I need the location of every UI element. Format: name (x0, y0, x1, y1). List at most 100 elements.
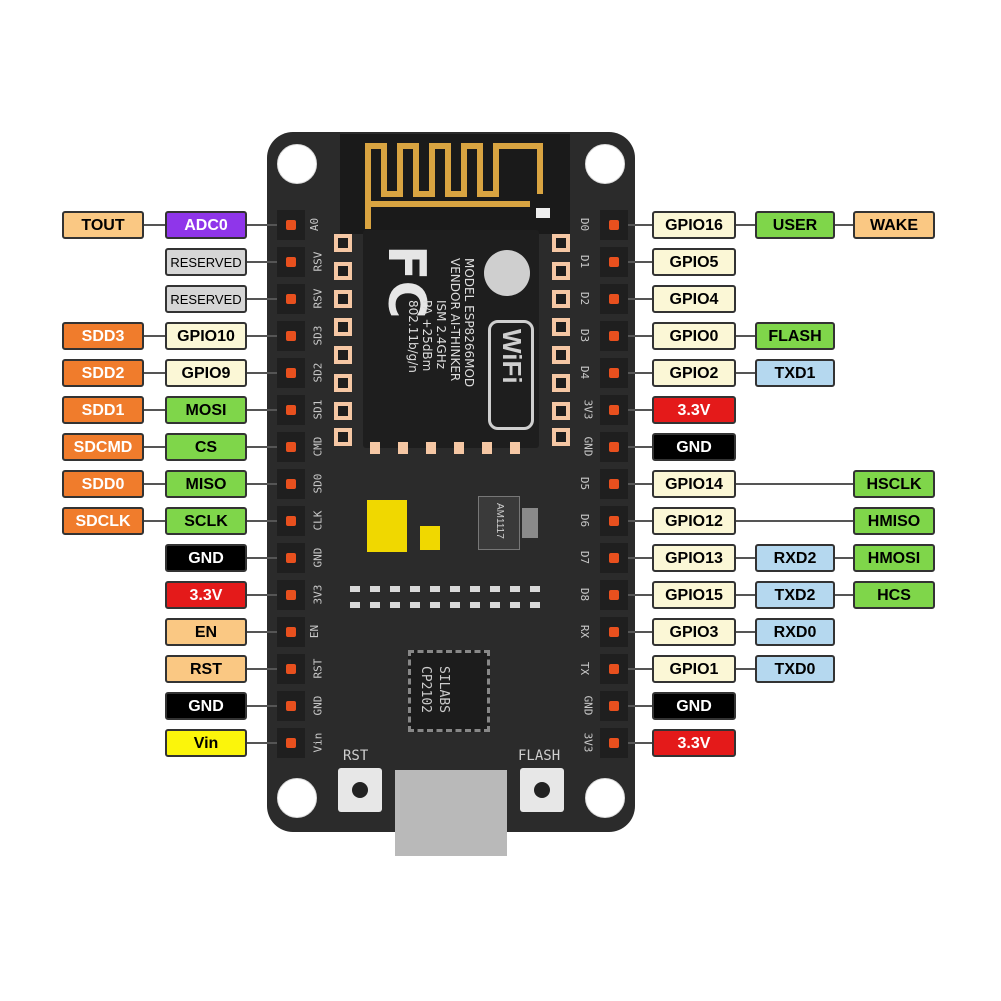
right-pin-silkscreen: RX (578, 624, 592, 639)
pin-label-txd1: TXD1 (755, 359, 835, 387)
pin-label-hmiso: HMISO (853, 507, 935, 535)
voltage-regulator: AM1117 (478, 496, 520, 550)
connector-line (628, 335, 652, 337)
micro-usb-connector[interactable] (395, 770, 507, 856)
right-header-pin (600, 617, 628, 647)
connector-line (628, 409, 652, 411)
pin-label-gpio16: GPIO16 (652, 211, 736, 239)
connector-line (144, 409, 165, 411)
right-header-pin (600, 210, 628, 240)
connector-line (247, 224, 277, 226)
connector-line (628, 298, 652, 300)
pin-label-sdd3: SDD3 (62, 322, 144, 350)
pin-pad-icon (286, 294, 296, 304)
connector-line (736, 557, 755, 559)
pin-pad-icon (609, 701, 619, 711)
connector-line (628, 446, 652, 448)
connector-line (628, 483, 652, 485)
left-header-pin (277, 617, 305, 647)
pin-label-gpio13: GPIO13 (652, 544, 736, 572)
flash-button[interactable] (520, 768, 564, 812)
pcb-antenna (340, 134, 570, 234)
pin-label-gnd: GND (165, 692, 247, 720)
connector-line (144, 224, 165, 226)
regulator-tab (522, 508, 538, 538)
connector-line (736, 520, 853, 522)
pin-label-user: USER (755, 211, 835, 239)
yellow-capacitor (367, 500, 407, 552)
pin-label-gpio0: GPIO0 (652, 322, 736, 350)
connector-line (628, 668, 652, 670)
connector-line (736, 224, 755, 226)
pin-pad-icon (286, 590, 296, 600)
pin-pad-icon (609, 627, 619, 637)
connector-line (628, 594, 652, 596)
pin-pad-icon (286, 479, 296, 489)
right-header-pin (600, 358, 628, 388)
pin-label-wake: WAKE (853, 211, 935, 239)
pin-label-hcs: HCS (853, 581, 935, 609)
connector-line (628, 372, 652, 374)
pin-label-gpio1: GPIO1 (652, 655, 736, 683)
connector-line (628, 224, 652, 226)
connector-line (247, 409, 277, 411)
connector-line (736, 335, 755, 337)
left-pin-silkscreen: SD1 (311, 399, 325, 420)
right-pin-silkscreen: D5 (578, 476, 592, 491)
mounting-hole (585, 778, 625, 818)
left-header-pin (277, 543, 305, 573)
pin-pad-icon (286, 738, 296, 748)
pin-label-hsclk: HSCLK (853, 470, 935, 498)
right-pin-silkscreen: D3 (578, 328, 592, 343)
right-header-pin (600, 247, 628, 277)
mounting-hole (277, 144, 317, 184)
right-header-pin (600, 432, 628, 462)
left-header-pin (277, 654, 305, 684)
pin-pad-icon (286, 516, 296, 526)
left-header-pin (277, 728, 305, 758)
right-pin-silkscreen: D0 (578, 217, 592, 232)
pin-label-3-3v: 3.3V (652, 729, 736, 757)
left-header-pin (277, 432, 305, 462)
button-cap-icon (352, 782, 368, 798)
connector-line (144, 335, 165, 337)
pin-label-gpio14: GPIO14 (652, 470, 736, 498)
usb-chip-model: CP2102 (417, 666, 433, 713)
pin-label-reserved: RESERVED (165, 285, 247, 313)
pin-pad-icon (609, 368, 619, 378)
pin-label-sclk: SCLK (165, 507, 247, 535)
pin-pad-icon (609, 479, 619, 489)
pin-label-sdd1: SDD1 (62, 396, 144, 424)
left-pin-silkscreen: GND (311, 547, 325, 568)
left-pin-silkscreen: GND (311, 695, 325, 716)
rst-button[interactable] (338, 768, 382, 812)
wifi-logo: WiFi (488, 320, 534, 430)
pin-pad-icon (609, 664, 619, 674)
right-header-pin (600, 728, 628, 758)
module-spec-ism: ISM 2.4GHz (434, 300, 448, 370)
left-pin-silkscreen: CLK (311, 510, 325, 531)
right-header-pin (600, 469, 628, 499)
connector-line (247, 298, 277, 300)
pin-pad-icon (286, 701, 296, 711)
connector-line (628, 742, 652, 744)
pin-pad-icon (286, 627, 296, 637)
pin-label-3-3v: 3.3V (165, 581, 247, 609)
pin-label-sdcmd: SDCMD (62, 433, 144, 461)
regulator-label: AM1117 (494, 503, 505, 539)
connector-line (835, 557, 853, 559)
connector-line (144, 520, 165, 522)
right-pin-silkscreen: 3V3 (581, 732, 595, 753)
left-header-pin (277, 506, 305, 536)
yellow-capacitor (420, 526, 440, 550)
pin-label-mosi: MOSI (165, 396, 247, 424)
pin-pad-icon (286, 664, 296, 674)
right-header-pin (600, 580, 628, 610)
left-header-pin (277, 469, 305, 499)
connector-line (628, 631, 652, 633)
connector-line (628, 705, 652, 707)
left-pin-silkscreen: EN (308, 624, 322, 639)
pin-label-sdd2: SDD2 (62, 359, 144, 387)
pin-pad-icon (609, 553, 619, 563)
module-castellated-pads (334, 234, 570, 454)
